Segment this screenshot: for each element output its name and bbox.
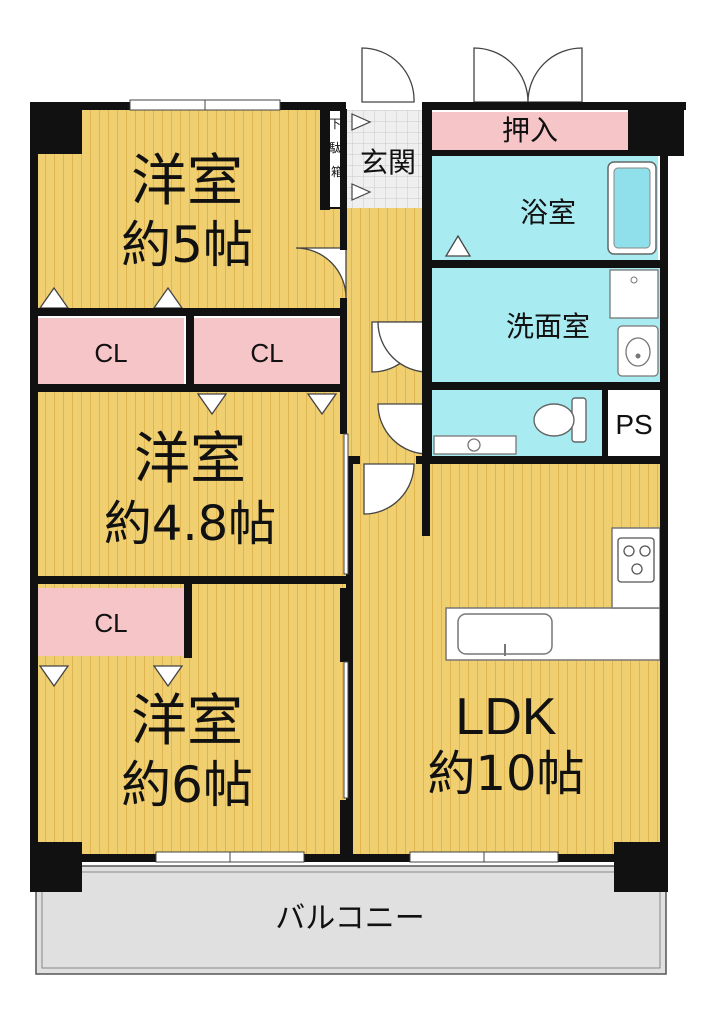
shoe-box-char-2: 駄	[329, 140, 341, 155]
room-size-western-2: 約4.8帖	[104, 496, 276, 552]
balcony-area	[35, 865, 667, 975]
balcony-label: バルコニー	[275, 901, 424, 936]
shoe-box-char-1: 下	[329, 117, 341, 131]
closet-2	[194, 318, 340, 384]
room-size-western-3: 約6帖	[121, 756, 253, 814]
room-name-western-3: 洋室	[131, 689, 243, 754]
balcony-rail	[41, 871, 661, 969]
storage-area	[432, 112, 628, 150]
drain-dot	[630, 276, 638, 284]
windows	[129, 99, 559, 863]
room-name-western-1: 洋室	[131, 149, 243, 214]
washing-machine-pan	[609, 269, 659, 319]
ps-label: PS	[615, 409, 652, 440]
room-size-western-1: 約5帖	[121, 216, 253, 274]
room-name-ldk: LDK	[455, 688, 556, 746]
storage-label: 押入	[502, 114, 558, 147]
ps-area	[606, 390, 660, 456]
bath-label: 浴室	[520, 196, 576, 229]
room-name-western-2: 洋室	[134, 427, 246, 492]
entrance-label: 玄関	[360, 146, 416, 179]
closet-label-2: CL	[250, 338, 283, 368]
closet-label-3: CL	[94, 608, 127, 638]
room-size-ldk: 約10帖	[427, 746, 584, 802]
hand-wash-icon	[467, 438, 481, 452]
walls	[30, 102, 686, 892]
toilet-icon	[533, 397, 587, 443]
closet-label-1: CL	[94, 338, 127, 368]
closet-doors	[38, 234, 472, 688]
kitchen-stove-counter	[611, 527, 661, 609]
washroom-label: 洗面室	[506, 310, 590, 343]
room-labels: 洋室 約5帖 洋室 約4.8帖 洋室 約6帖 LDK 約10帖 CL CL CL…	[94, 114, 652, 936]
closet-1	[38, 318, 184, 384]
basin-drain	[635, 353, 641, 359]
basin-bowl	[625, 337, 651, 367]
wash-basin-icon	[617, 325, 659, 377]
stove-icon	[617, 537, 655, 583]
shoe-box-char-3: 箱	[331, 164, 343, 179]
entrance-step-marks	[351, 113, 372, 201]
closet-3	[38, 588, 184, 656]
shoe-box-label: 下 駄 箱	[329, 117, 345, 179]
doors	[295, 47, 583, 515]
western-room-1-floor	[38, 110, 346, 310]
toilet-counter	[433, 435, 517, 455]
bathtub-inner	[613, 167, 651, 249]
western-room-2-floor	[38, 392, 346, 576]
